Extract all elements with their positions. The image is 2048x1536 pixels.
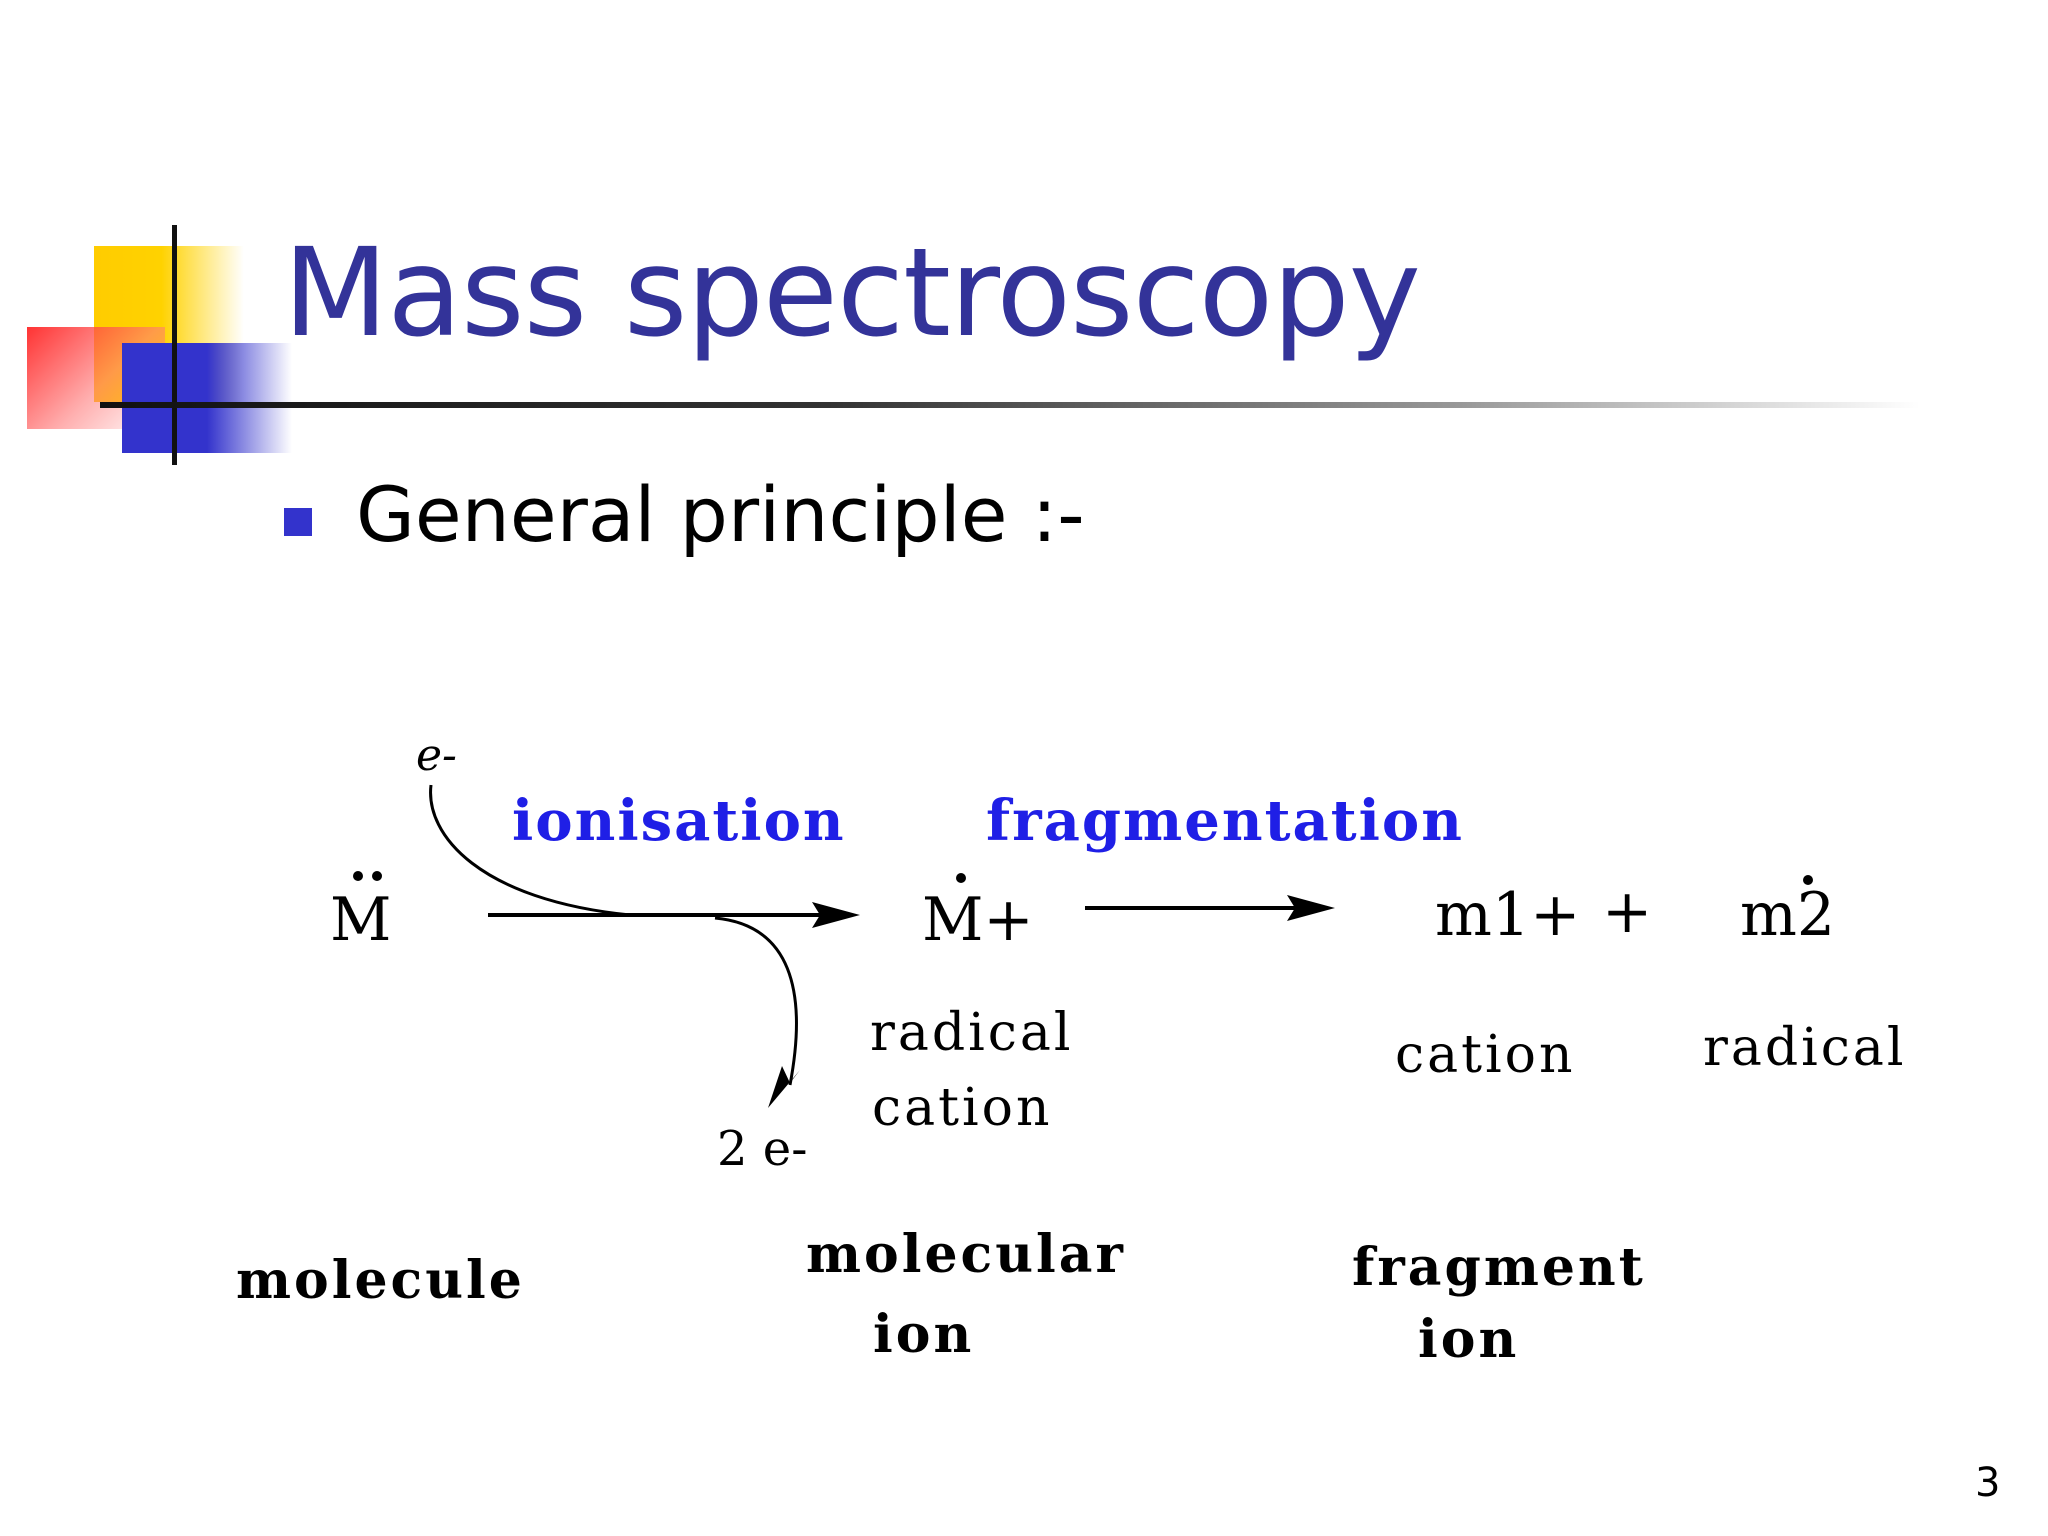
fragmentation-arrowhead xyxy=(1287,895,1335,921)
ionisation-arrowhead xyxy=(812,902,860,928)
electron-in-label: e- xyxy=(416,730,457,781)
lone-pair-dot-2 xyxy=(372,871,382,881)
decor-vertical-line xyxy=(172,225,177,465)
electrons-out-label: 2 e- xyxy=(717,1121,807,1177)
fragment-radical-dot xyxy=(1803,875,1813,885)
molecular-ion-label-1: molecular xyxy=(806,1224,1126,1285)
molecule-symbol: M xyxy=(330,885,391,955)
lone-pair-dot-1 xyxy=(353,871,363,881)
fragment-ion-label-2: ion xyxy=(1418,1309,1519,1370)
electrons-out-arrow xyxy=(714,916,798,1086)
fragment-cation-symbol: m1+ xyxy=(1435,880,1580,950)
electron-in-arrow xyxy=(429,784,631,917)
radical-cation-label-2: cation xyxy=(872,1078,1052,1138)
bullet-text: General principle :- xyxy=(356,470,1085,559)
title-underline xyxy=(100,402,1920,408)
decor-blue-square xyxy=(122,343,292,453)
bullet-icon xyxy=(284,508,312,536)
molecule-label: molecule xyxy=(236,1250,525,1311)
slide-title: Mass spectroscopy xyxy=(283,222,1421,364)
electrons-out-arrowhead xyxy=(768,1066,800,1108)
fragment-radical-symbol: m2 xyxy=(1740,880,1835,950)
fragmentation-label: fragmentation xyxy=(986,788,1464,854)
molecular-ion-label-2: ion xyxy=(873,1304,974,1365)
ionisation-label: ionisation xyxy=(512,788,846,854)
radical-dot xyxy=(956,873,966,883)
radical-cation-label-1: radical xyxy=(870,1003,1074,1063)
page-number: 3 xyxy=(1975,1460,2001,1506)
title-decoration xyxy=(0,0,300,480)
molecular-ion-symbol: M+ xyxy=(922,885,1034,955)
fragment-ion-label-1: fragment xyxy=(1352,1237,1646,1298)
plus-sign: + xyxy=(1602,877,1652,947)
radical-label: radical xyxy=(1703,1018,1907,1078)
cation-label: cation xyxy=(1395,1025,1575,1085)
